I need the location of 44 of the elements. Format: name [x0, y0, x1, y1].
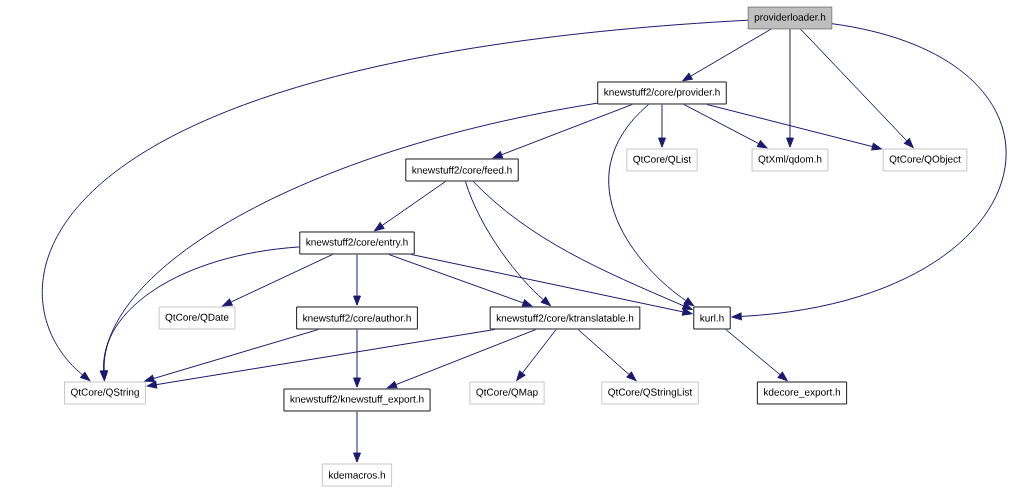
file-box: QtCore/QList [626, 148, 698, 172]
file-box: kdemacros.h [321, 463, 393, 487]
arrow [353, 328, 361, 388]
arrow [353, 410, 361, 463]
file-box: QtCore/QStringList [601, 381, 699, 405]
arrow [516, 328, 557, 381]
arrow [608, 103, 695, 307]
file-box: providerloader.h [747, 6, 833, 30]
arrow [706, 103, 882, 151]
file-box: QtCore/QObject [882, 148, 968, 172]
arrow [725, 328, 788, 382]
file-box: kurl.h [693, 306, 731, 330]
arrow [683, 103, 768, 149]
arrow [144, 328, 320, 383]
file-box: knewstuff2/knewstuff_export.h [283, 388, 431, 412]
arrow [410, 253, 693, 316]
arrow [786, 28, 794, 148]
arrow [100, 102, 598, 381]
arrow [731, 23, 1007, 321]
arrow [222, 253, 334, 307]
arrow [682, 28, 772, 82]
file-box: knewstuff2/core/provider.h [597, 81, 727, 105]
file-box: QtCore/QString [64, 381, 146, 405]
arrow [577, 328, 637, 382]
file-box: knewstuff2/core/author.h [296, 306, 418, 330]
arrow [353, 253, 361, 306]
arrow [472, 180, 693, 310]
arrow [41, 19, 749, 382]
arrow [388, 253, 533, 307]
arrow [99, 246, 300, 381]
file-box: knewstuff2/core/entry.h [299, 231, 415, 255]
arrow [492, 103, 633, 159]
arrow [146, 328, 496, 389]
arrow [386, 328, 537, 389]
arrow [374, 180, 447, 232]
arrow [464, 180, 551, 307]
arrow [800, 28, 914, 148]
arrow [658, 103, 666, 148]
file-box: QtCore/QDate [158, 306, 236, 330]
file-box: kdecore_export.h [756, 381, 848, 405]
file-box: knewstuff2/core/feed.h [405, 158, 519, 182]
file-box: knewstuff2/core/ktranslatable.h [489, 306, 641, 330]
file-box: QtCore/QMap [469, 381, 545, 405]
file-box: QtXml/qdom.h [751, 148, 829, 172]
